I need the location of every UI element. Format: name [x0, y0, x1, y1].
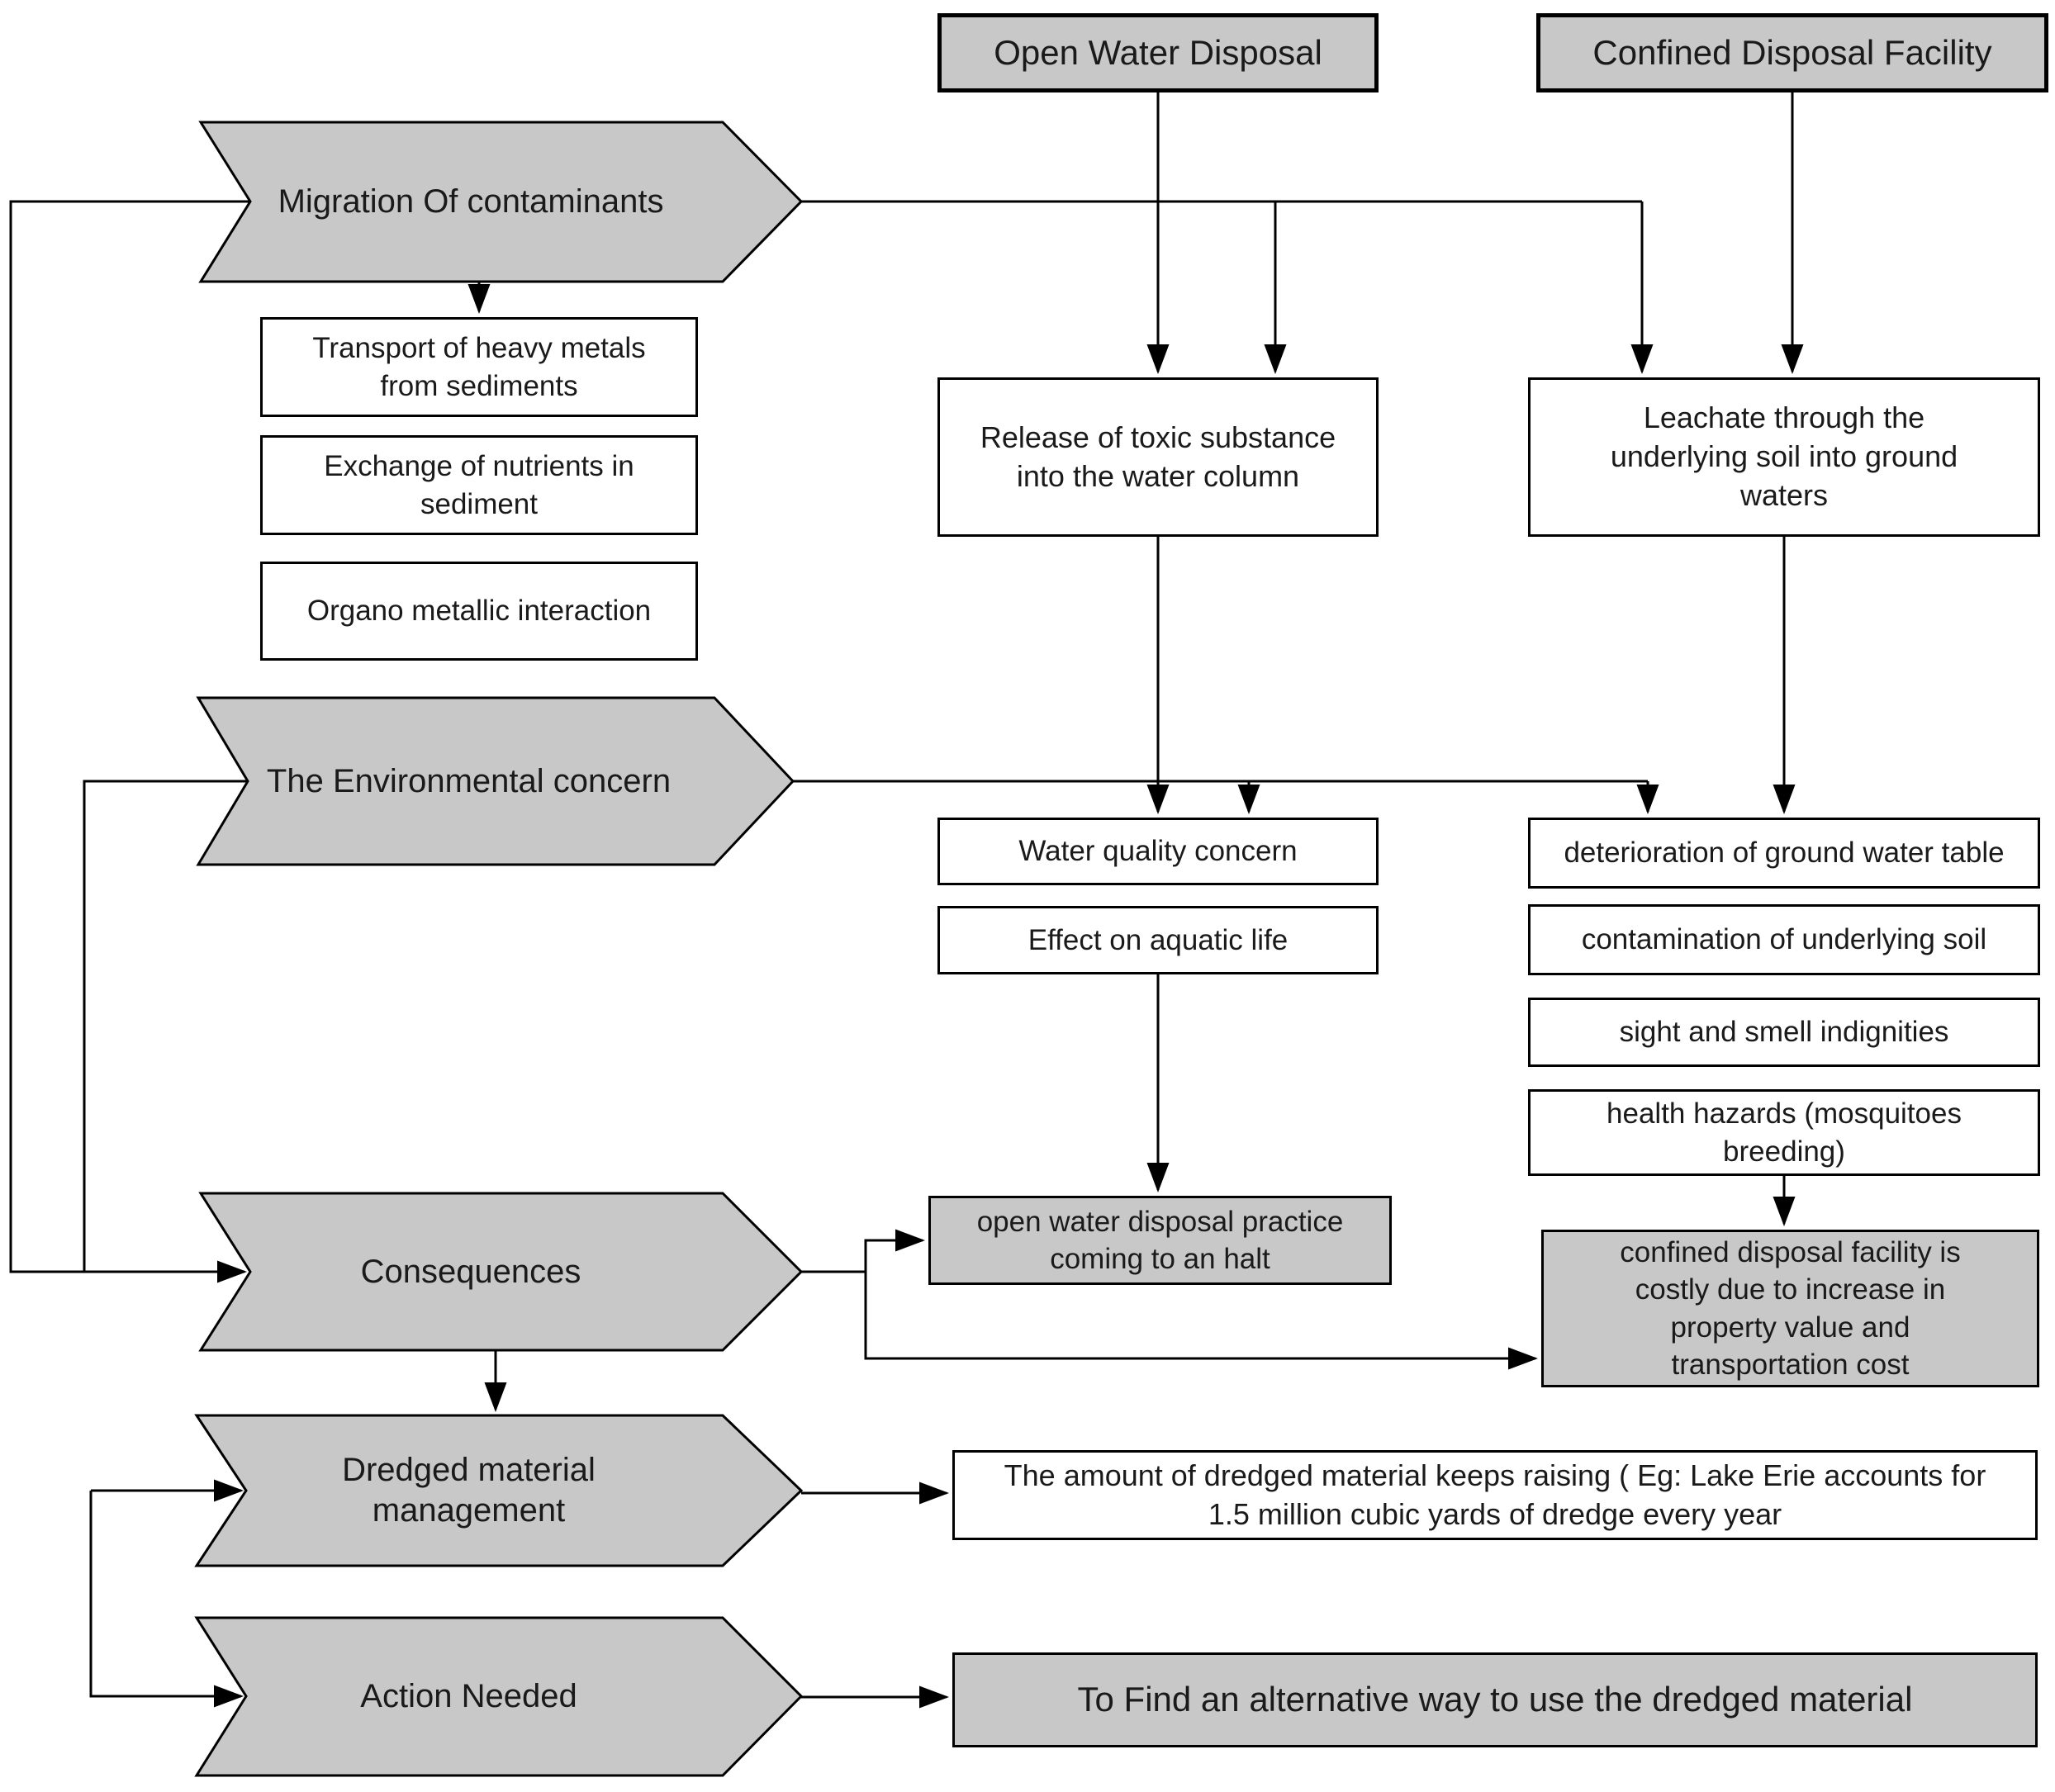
- stage-shape-migration: [198, 121, 804, 283]
- connector-environmental-feed: [83, 780, 248, 1272]
- box-aquatic-life: Effect on aquatic life: [937, 906, 1379, 974]
- box-water-quality: Water quality concern: [937, 818, 1379, 885]
- box-leachate: Leachate through the underlying soil int…: [1528, 377, 2040, 537]
- box-ground-water-table: deterioration of ground water table: [1528, 818, 2040, 889]
- connector-consequences-to-costly: [864, 1272, 1538, 1370]
- stage-shape-environmental: [196, 696, 795, 866]
- connector-migration-to-consequences: [9, 200, 250, 1283]
- box-release-toxic: Release of toxic substance into the wate…: [937, 377, 1379, 537]
- box-action-note: To Find an alternative way to use the dr…: [952, 1652, 2038, 1747]
- box-health-hazards: health hazards (mosquitoes breeding): [1528, 1089, 2040, 1176]
- box-dredged-amount-note: The amount of dredged material keeps rai…: [952, 1450, 2038, 1540]
- stage-shape-consequences: [198, 1192, 804, 1352]
- header-open-water-disposal: Open Water Disposal: [937, 13, 1379, 92]
- connector-consequences-to-halt: [801, 1229, 925, 1273]
- connector-feed-action: [89, 1491, 244, 1708]
- box-confined-costly: confined disposal facility is costly due…: [1541, 1230, 2039, 1387]
- stage-shape-management: [194, 1414, 804, 1567]
- box-organo-metallic: Organo metallic interaction: [260, 562, 698, 661]
- box-exchange-nutrients: Exchange of nutrients in sediment: [260, 435, 698, 535]
- box-open-water-halt: open water disposal practice coming to a…: [928, 1196, 1392, 1285]
- box-contamination-soil: contamination of underlying soil: [1528, 904, 2040, 975]
- stage-shape-action: [194, 1616, 804, 1777]
- header-confined-disposal-facility: Confined Disposal Facility: [1536, 13, 2048, 92]
- box-sight-smell: sight and smell indignities: [1528, 998, 2040, 1067]
- box-transport-heavy-metals: Transport of heavy metals from sediments: [260, 317, 698, 417]
